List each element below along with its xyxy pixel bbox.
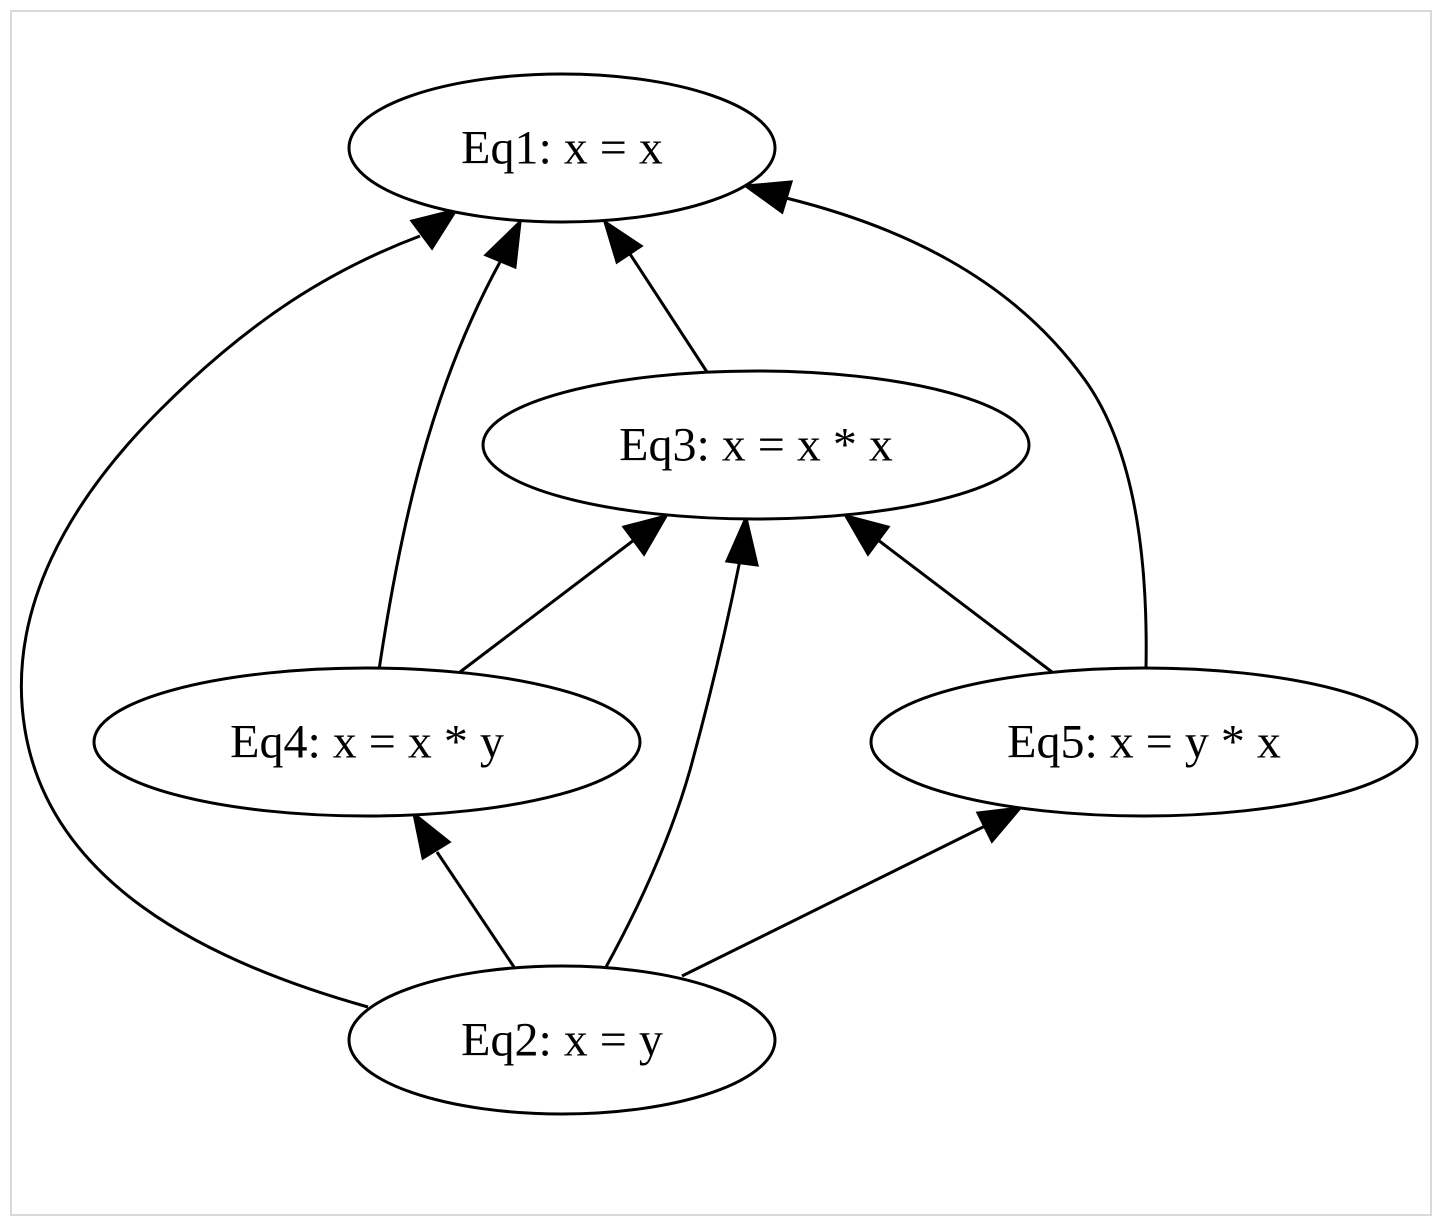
- edge-line: [785, 196, 1148, 669]
- arrow-head: [741, 180, 794, 215]
- node-eq1: Eq1: x = x: [347, 72, 777, 224]
- edge-eq2-to-eq4: [411, 810, 516, 968]
- node-ellipse: [347, 72, 777, 224]
- node-label-eq2: Eq2: x = y: [461, 1014, 663, 1067]
- node-eq5: Eq5: x = y * x: [869, 666, 1419, 818]
- edge-line: [604, 559, 742, 968]
- node-ellipse: [92, 666, 642, 818]
- edge-eq5-to-eq3: [842, 513, 1053, 674]
- edge-eq2-to-eq3: [604, 513, 759, 968]
- node-label-eq5: Eq5: x = y * x: [1007, 716, 1281, 769]
- edge-line: [681, 824, 986, 978]
- arrow-head: [411, 810, 452, 861]
- node-eq2: Eq2: x = y: [347, 964, 777, 1116]
- edge-eq2-to-eq5: [681, 806, 1024, 978]
- edge-eq4-to-eq3: [459, 513, 670, 674]
- edge-eq4-to-eq1: [377, 218, 522, 671]
- arrow-head: [975, 806, 1024, 844]
- edge-eq5-to-eq1: [741, 180, 1148, 669]
- node-eq3: Eq3: x = x * x: [481, 369, 1031, 521]
- node-eq4: Eq4: x = x * y: [92, 666, 642, 818]
- edge-line: [435, 851, 516, 968]
- node-ellipse: [481, 369, 1031, 521]
- edge-line: [459, 538, 635, 674]
- edge-line: [377, 261, 502, 671]
- arrow-head: [409, 207, 460, 251]
- edge-eq3-to-eq1: [602, 218, 709, 373]
- arrow-head: [483, 218, 522, 270]
- node-label-eq3: Eq3: x = x * x: [619, 419, 893, 472]
- node-ellipse: [869, 666, 1419, 818]
- nodes-layer: Eq1: x = x Eq3: x = x * x Eq4: x = x * y…: [92, 72, 1419, 1116]
- edge-line: [877, 538, 1053, 674]
- node-label-eq1: Eq1: x = x: [461, 122, 663, 175]
- arrow-head: [621, 513, 670, 557]
- edges-layer: [19, 180, 1148, 1009]
- arrow-head: [724, 513, 759, 567]
- edge-eq2-to-eq1: [19, 207, 460, 1009]
- arrow-head: [842, 513, 891, 557]
- edge-line: [628, 253, 709, 373]
- node-ellipse: [347, 964, 777, 1116]
- arrow-head: [602, 218, 644, 265]
- node-label-eq4: Eq4: x = x * y: [230, 716, 504, 769]
- edge-line: [19, 234, 421, 1009]
